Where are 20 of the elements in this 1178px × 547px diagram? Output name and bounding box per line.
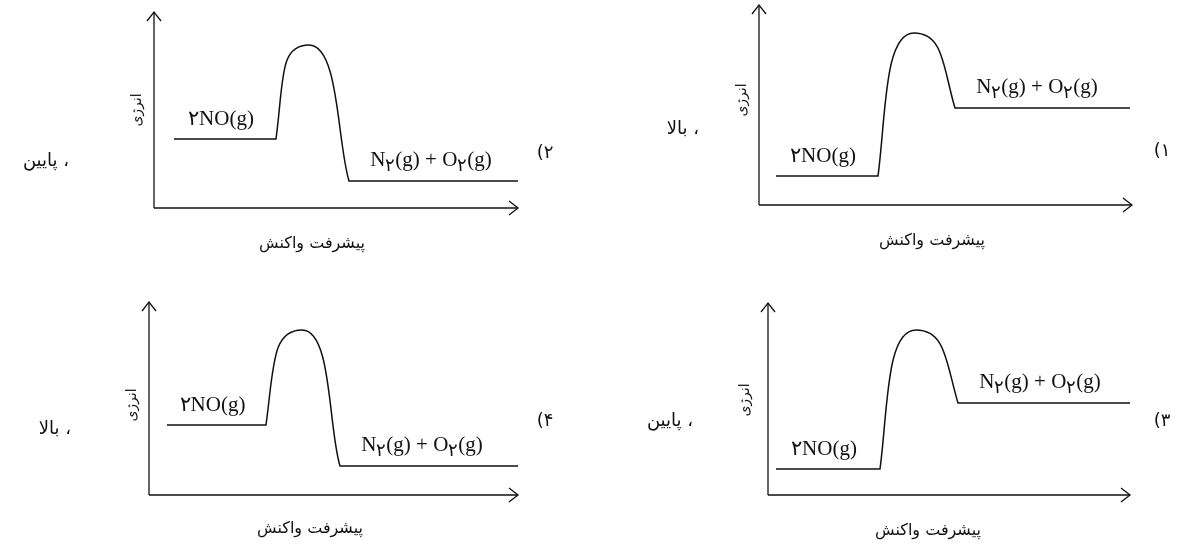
answer-text: ، بالا (38, 418, 72, 438)
axis-label: پیشرفت واکنش (259, 234, 365, 252)
axis-label: انرژی (737, 383, 753, 417)
option-number: ۲) (536, 142, 554, 162)
answer-text: ، بالا (666, 118, 700, 138)
option-number: ۱) (1153, 140, 1171, 160)
formula-label: ۲NO(g) (790, 144, 856, 168)
axis-label: پیشرفت واکنش (875, 521, 981, 539)
formula-label: ۲NO(g) (791, 437, 857, 461)
axis-label: پیشرفت واکنش (257, 519, 363, 537)
answer-text: ، پایین (646, 410, 694, 430)
formula-label: ۲NO(g) (188, 107, 254, 131)
formula-label: ۲NO(g) (179, 393, 246, 417)
axis-label: انرژی (734, 83, 750, 117)
option-number: ۳) (1153, 410, 1171, 430)
option-number: ۴) (536, 410, 554, 430)
answer-text: ، پایین (22, 150, 70, 170)
axis-label: پیشرفت واکنش (879, 231, 985, 249)
axis-label: انرژی (124, 388, 140, 422)
axis-label: انرژی (129, 93, 145, 127)
